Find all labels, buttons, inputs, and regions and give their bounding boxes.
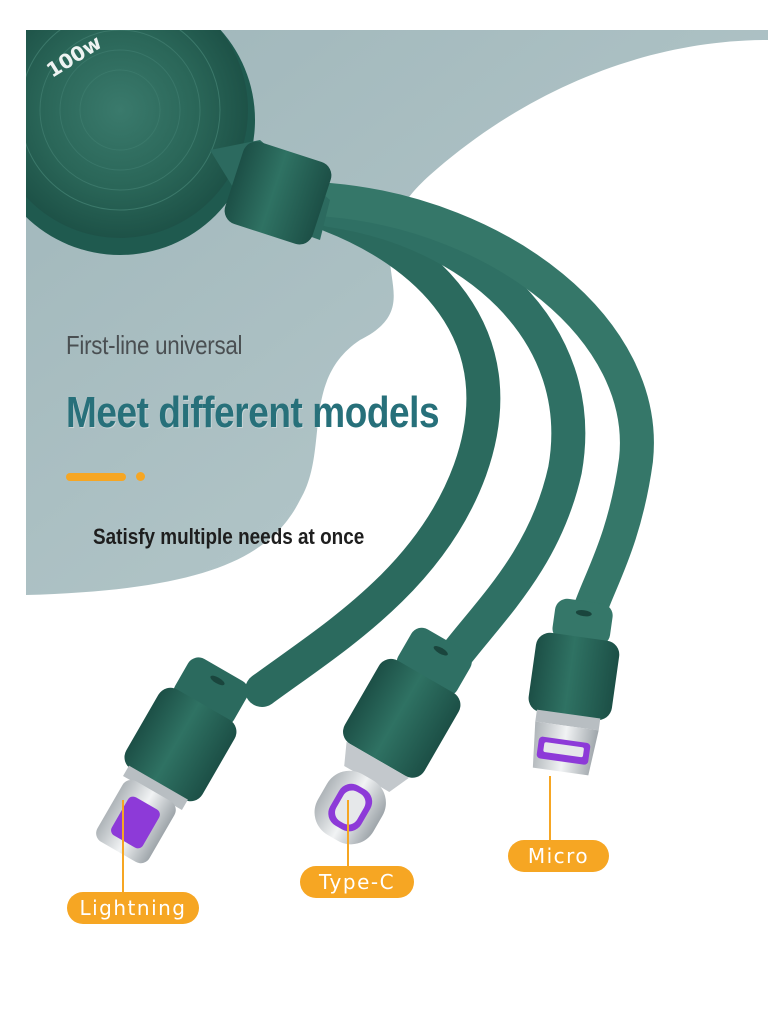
tagline: Satisfy multiple needs at once: [93, 524, 365, 549]
label-typec: Type-C: [300, 866, 414, 898]
leader-line-lightning: [122, 800, 124, 892]
leader-line-micro: [549, 776, 551, 840]
headline: Meet different models: [66, 388, 440, 437]
connector-micro: [528, 598, 620, 776]
cable-typec: [313, 193, 586, 677]
accent-dot: [136, 472, 145, 481]
connector-lightning: [96, 657, 249, 864]
leader-line-typec: [347, 800, 349, 866]
accent-bar: [66, 473, 126, 481]
label-micro: Micro: [508, 840, 609, 872]
cable-reel: [0, 0, 260, 260]
cable-collar: [210, 140, 332, 245]
cable-lightning: [245, 198, 501, 707]
cable-micro: [313, 183, 654, 627]
cable-bodies: [245, 183, 654, 707]
connector-typec: [314, 627, 472, 845]
subtitle: First-line universal: [66, 330, 243, 360]
label-lightning: Lightning: [67, 892, 199, 924]
